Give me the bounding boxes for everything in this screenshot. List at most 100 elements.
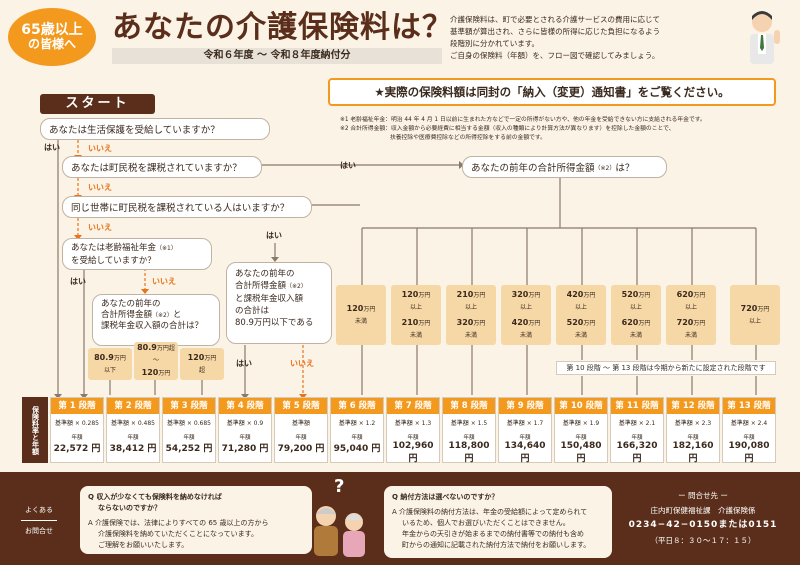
q-text: あなたの前年の合計所得金額	[471, 163, 595, 174]
faq-item-1: Q 収入が少なくても保険料を納めなければ ならないのですか？ A 介護保険では、…	[80, 486, 312, 554]
intro-line: 段階別に分かれています。	[450, 39, 540, 48]
q-text: 合計所得金額	[101, 310, 153, 320]
inc-val: 80.9	[137, 343, 157, 352]
intro-line: ご自身の保険料（年額）を、フロー図で確認してみましょう。	[450, 51, 660, 60]
inc-cond: 以下	[103, 366, 116, 374]
question-old-age-pension: あなたは老齢福祉年金（※1） を受給していますか？	[62, 238, 212, 270]
inc-unit: 万円超	[156, 345, 175, 352]
inc-unit: 万円	[113, 354, 126, 362]
inc-val: 80.9	[94, 352, 114, 362]
question-total-income: あなたの前年の合計所得金額（※2）は？	[462, 156, 667, 178]
contact-tel: 0234−42−0150または0151	[628, 520, 778, 530]
income-box-809-120: 80.9万円超 〜 120万円	[134, 342, 178, 380]
elderly-couple-icon: ?	[314, 476, 365, 557]
q-mark: （※2）	[152, 312, 173, 319]
q-text: あなたは老齢福祉年金	[71, 243, 157, 253]
faq-side-label: よくある お問合せ	[14, 500, 64, 541]
q-text: と	[172, 310, 182, 320]
contact-name: 庄内町保健福祉課 介護保険係	[650, 506, 756, 515]
yes-label: はい	[266, 231, 282, 240]
question-household-tax: 同じ世帯に町民税を課税されている人はいますか？	[62, 196, 312, 218]
inc-sep: 〜	[152, 357, 159, 364]
badge-line1: 65歳以上	[21, 22, 83, 39]
no-label: いいえ	[88, 223, 112, 232]
badge-line2: の皆様へ	[27, 37, 76, 52]
q-text: あなたの前年の	[101, 299, 161, 309]
yes-label: はい	[70, 277, 86, 286]
inc-val: 120	[141, 368, 159, 377]
start-label: スタート	[40, 94, 155, 114]
yes-label: はい	[44, 143, 60, 152]
yes-label: はい	[340, 161, 356, 170]
income-box-large: 120万円未満	[336, 285, 386, 345]
faq-answer: 町からの通知に記載された納付方法で納付をお願いします。	[402, 541, 591, 549]
yes-label: はい	[236, 359, 252, 368]
q-text: は？	[615, 163, 635, 174]
q-mark: （※2）	[286, 283, 307, 290]
q-text: 課税年金収入額の合計は？	[101, 321, 204, 331]
no-label: いいえ	[290, 359, 314, 368]
income-box-gt120: 120万円 超	[180, 348, 224, 380]
footnotes: ※1 老齢福祉年金：明治 44 年 4 月 1 日以前に生まれた方などで一定の所…	[340, 116, 790, 143]
page-subtitle: 令和６年度 〜 令和８年度納付分	[112, 48, 442, 64]
footnote: 扶養控除や医療費控除などの所得控除をする前の金額です。	[390, 135, 546, 141]
q-text: あなたの前年の	[235, 269, 295, 279]
faq-answer: A 介護保険では、法律によりすべての 65 歳以上の方から	[88, 519, 269, 527]
svg-text:?: ?	[334, 476, 344, 497]
faq-side-2: お問合せ	[25, 527, 53, 535]
income-box-le809: 80.9万円 以下	[88, 348, 132, 380]
faq-answer: 介護保険料を納めていただくことになっています。	[98, 530, 258, 538]
q-mark: （※2）	[594, 164, 616, 172]
rate-label: 保険料率と年額	[22, 397, 48, 463]
inc-unit: 万円	[158, 370, 171, 377]
inc-unit: 万円	[204, 354, 217, 362]
faq-answer: 年金からの天引きが始まるまでの納付書等での納付も含め	[402, 530, 584, 538]
income-box-large: 720万円以上	[730, 285, 780, 345]
faq-item-2: Q 納付方法は選べないのですか？ A 介護保険料の納付方法は、年金の受給額によっ…	[384, 486, 612, 558]
intro-line: 介護保険料は、町で必要とされる介護サービスの費用に応じて	[450, 15, 660, 24]
faq-side-1: よくある	[25, 506, 53, 514]
inc-val: 120	[187, 352, 205, 362]
q-text: の合計は	[235, 306, 270, 316]
contact-head: ー 問合せ先 ー	[678, 491, 728, 500]
faq-question: Q 納付方法は選べないのですか？	[392, 493, 499, 501]
intro-text: 介護保険料は、町で必要とされる介護サービスの費用に応じて 基準額が算出され、さら…	[450, 14, 735, 62]
faq-question: ならないのですか？	[98, 504, 161, 512]
faq-question: Q 収入が少なくても保険料を納めなければ	[88, 493, 222, 501]
question-income-small: あなたの前年の 合計所得金額（※2）と 課税年金収入額の合計は？	[92, 294, 220, 346]
q-text: 合計所得金額	[235, 281, 287, 291]
staff-illustration-icon	[750, 11, 780, 64]
faq-answer: A 介護保険料の納付方法は、年金の受給額によって定められて	[392, 508, 588, 516]
question-income-809: あなたの前年の 合計所得金額（※2） と課税年金収入額 の合計は 80.9万円以…	[226, 262, 332, 344]
no-label: いいえ	[88, 144, 112, 153]
q-text: 80.9万円以下である	[235, 318, 314, 328]
notice-callout: ★実際の保険料額は同封の「納入（変更）通知書」をご覧ください。	[328, 78, 776, 106]
new-stages-note: 第 10 段階 〜 第 13 段階は今期から新たに設定された段階です	[556, 361, 776, 375]
page-title: あなたの介護保険料は？	[112, 10, 453, 45]
inc-cond: 超	[198, 366, 205, 374]
no-label: いいえ	[152, 277, 176, 286]
q-mark: （※1）	[156, 245, 177, 252]
contact-hours: （平日８：３０〜１７：１５）	[650, 536, 756, 545]
faq-answer: いるため、個人でお選びいただくことはできません。	[402, 519, 570, 527]
question-welfare: あなたは生活保護を受給していますか？	[40, 118, 270, 140]
